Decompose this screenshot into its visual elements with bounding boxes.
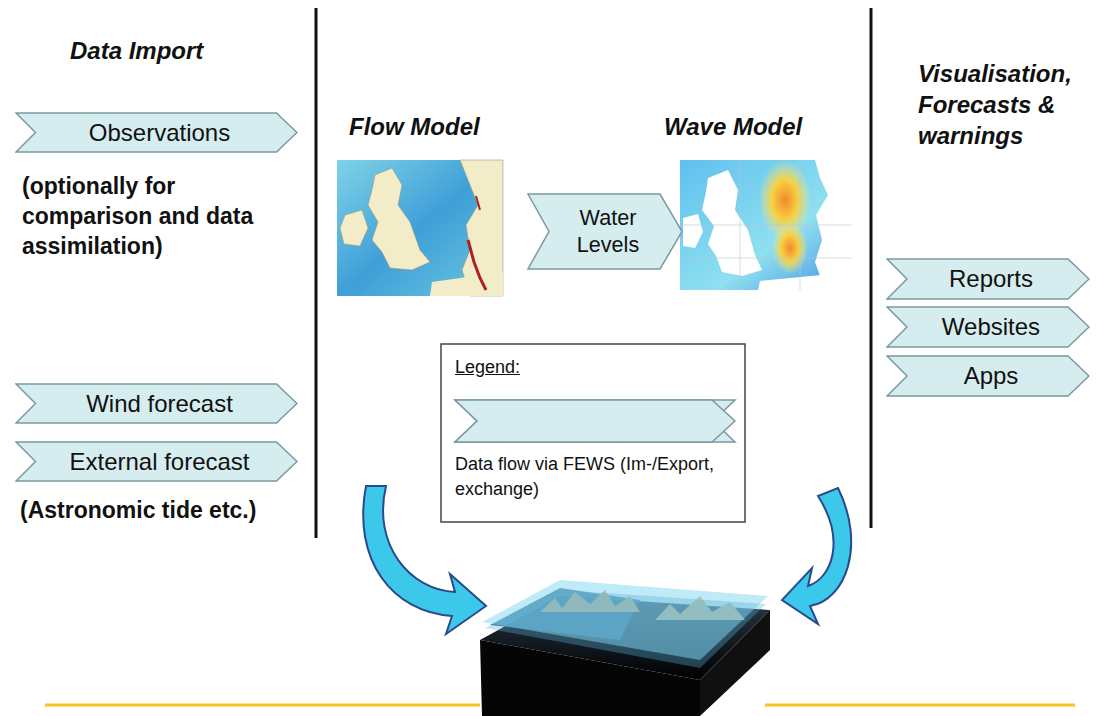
arrow-label: Reports: [943, 264, 1033, 294]
terrain-3d: [480, 580, 770, 716]
curved-arrow: [363, 486, 486, 634]
model-heading: Wave Model: [664, 112, 802, 142]
curved-arrow: [782, 488, 851, 624]
arrow-label: External forecast: [63, 447, 249, 477]
data-arrow: Water Levels: [527, 193, 683, 270]
model-heading: Flow Model: [349, 112, 480, 142]
data-arrow: External forecast: [15, 441, 298, 482]
arrow-label: Websites: [936, 312, 1040, 342]
wave-model-map: [680, 160, 852, 290]
footer-rule: [45, 704, 480, 707]
note-text: (Astronomic tide etc.): [20, 496, 320, 525]
legend-sample-arrow: [455, 400, 735, 442]
column-heading: Data Import: [70, 36, 290, 66]
data-arrow: Apps: [886, 355, 1090, 397]
model-panel: Flow Model: [337, 112, 503, 296]
legend-sample-arrow: [455, 400, 735, 442]
legend-frame: [441, 344, 745, 522]
footer-rule: [765, 704, 1075, 707]
legend-title: Legend:: [455, 356, 605, 379]
data-arrow: Observations: [15, 112, 298, 153]
column-divider: [870, 8, 873, 528]
data-arrow: Wind forecast: [15, 383, 298, 424]
flow-model-map: [337, 160, 503, 296]
model-panel: Wave Model: [652, 112, 852, 290]
note-text: (optionally for comparison and data assi…: [22, 172, 284, 262]
arrow-label: Water Levels: [552, 205, 658, 259]
column-heading: Visualisation, Forecasts & warnings: [918, 58, 1088, 152]
arrow-label: Apps: [958, 361, 1019, 391]
arrow-label: Observations: [83, 118, 230, 148]
data-arrow: Websites: [886, 306, 1090, 348]
column-divider: [315, 8, 318, 538]
legend-text: Data flow via FEWS (Im-/Export, exchange…: [455, 452, 735, 502]
data-arrow: Reports: [886, 258, 1090, 300]
arrow-label: Wind forecast: [80, 389, 233, 419]
